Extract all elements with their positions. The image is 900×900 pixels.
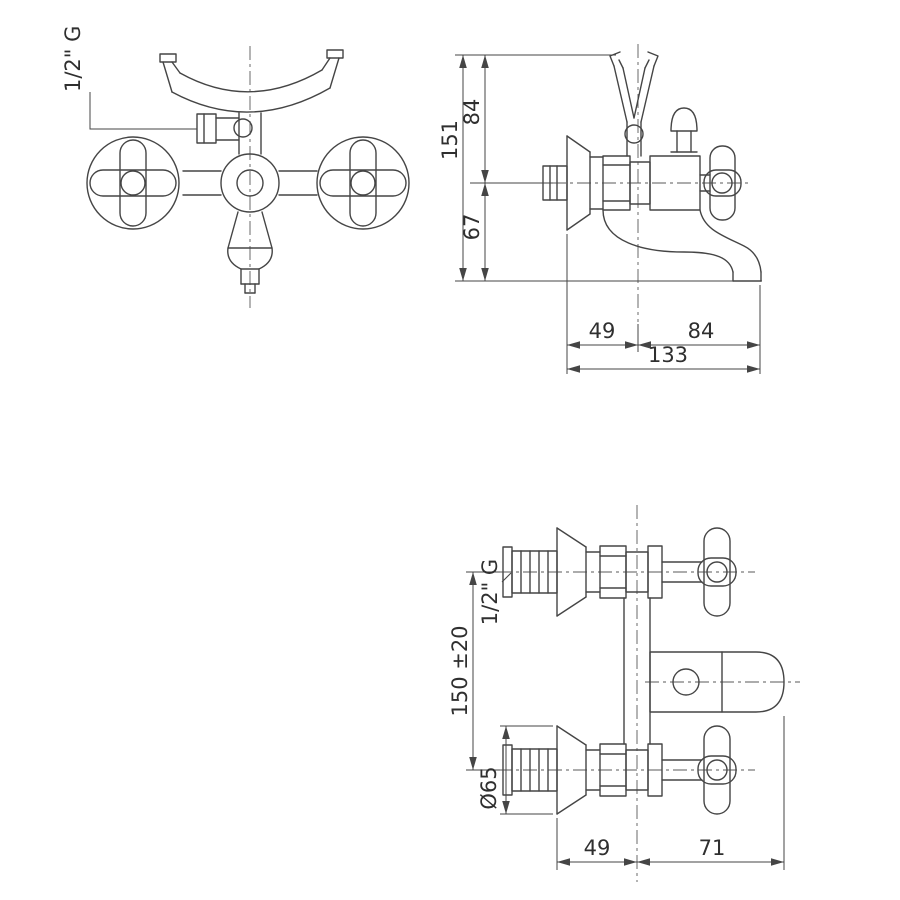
side-cross-handle (703, 145, 742, 221)
front-thread-label: 1/2" G (61, 26, 85, 92)
front-diverter-spout (227, 211, 273, 294)
dim-label-49-profile: 49 (584, 836, 611, 860)
dim-label-84-vertical: 84 (460, 99, 484, 126)
front-handset-cradle (159, 49, 344, 113)
side-dimensions: 151 84 67 49 84 133 (438, 54, 762, 374)
side-spout (602, 209, 762, 282)
dim-label-151: 151 (438, 120, 462, 160)
dim-label-49-side: 49 (589, 319, 616, 343)
front-view: 1/2" G (61, 26, 410, 308)
profile-top-cross-handle (697, 527, 737, 617)
front-body (182, 112, 318, 213)
dim-label-84-horizontal: 84 (688, 319, 715, 343)
dim-label-67: 67 (460, 214, 484, 241)
front-inlet-fitting (196, 113, 217, 144)
profile-top-connection (502, 527, 703, 617)
profile-spout (649, 651, 785, 713)
profile-view: 150 ±20 1/2" G Ø65 49 71 (448, 505, 800, 882)
dim-label-diameter-65: Ø65 (477, 766, 501, 809)
front-screw-circle (233, 118, 253, 138)
front-body-circle (220, 153, 280, 213)
front-cross-handle-right (316, 136, 410, 230)
front-cross-handle-left (86, 136, 180, 230)
dim-label-133: 133 (648, 343, 688, 367)
profile-dimensions: 150 ±20 1/2" G Ø65 49 71 (448, 559, 785, 870)
dim-label-150-pm20: 150 ±20 (448, 625, 472, 716)
side-diverter-knob (670, 107, 698, 153)
profile-riser-tube (623, 597, 651, 745)
profile-bottom-connection (502, 725, 703, 815)
profile-bottom-cross-handle (697, 725, 737, 815)
side-hose-fork (609, 51, 659, 157)
side-body (602, 155, 711, 211)
side-view: 151 84 67 49 84 133 (438, 44, 762, 374)
profile-thread-label: 1/2" G (478, 559, 502, 625)
dim-label-71: 71 (699, 836, 726, 860)
front-thread-callout: 1/2" G (61, 26, 197, 130)
